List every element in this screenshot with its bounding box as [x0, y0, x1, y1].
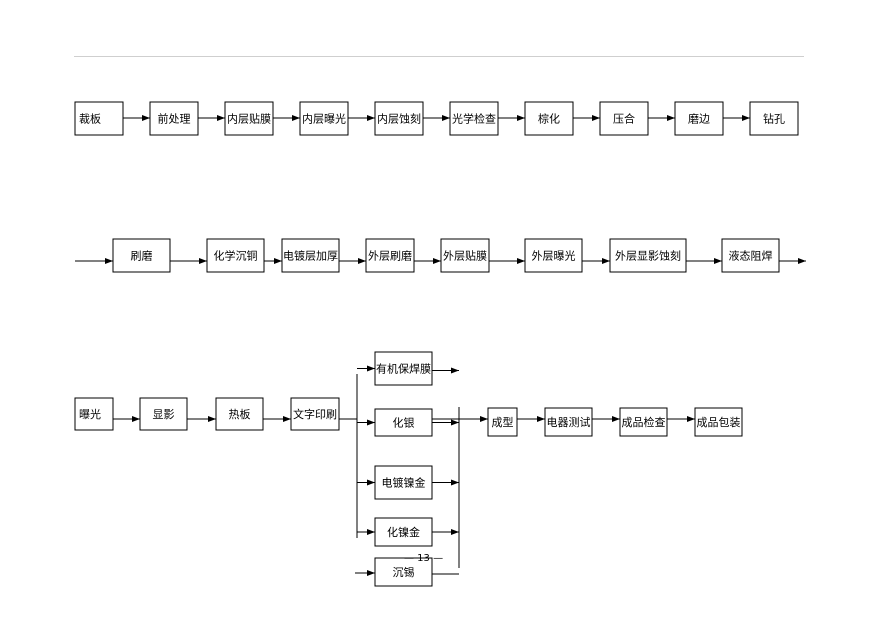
process-box-row3-4: 文字印刷: [290, 397, 340, 431]
process-box-row2-7: 外层显影蚀刻: [609, 238, 687, 273]
process-box-branch-2: 化银: [374, 408, 433, 437]
process-box-row1-6-frame: [449, 101, 499, 136]
process-box-row1-4-frame: [299, 101, 349, 136]
process-box-row1-3: 内层贴膜: [224, 101, 274, 136]
process-box-row2-8-label: 液态阻焊: [729, 249, 773, 263]
process-box-row1-9-frame: [674, 101, 724, 136]
process-box-branch-2-label: 化银: [393, 416, 415, 430]
process-box-row1-3-label: 内层贴膜: [227, 112, 271, 126]
process-box-row1-8-frame: [599, 101, 649, 136]
process-box-row1-2: 前处理: [149, 101, 199, 136]
process-box-final-4-label: 成品包装: [697, 416, 741, 429]
process-box-row2-7-label: 外层显影蚀刻: [615, 249, 681, 263]
process-box-row1-5-frame: [374, 101, 424, 136]
page-number: — 13 —: [404, 553, 444, 564]
process-box-row1-3-frame: [224, 101, 274, 136]
process-box-row1-9-label: 磨边: [688, 113, 710, 126]
process-box-branch-1-frame: [374, 351, 433, 386]
process-box-row1-4-label: 内层曝光: [302, 112, 346, 126]
process-box-final-3-frame: [619, 407, 668, 437]
process-box-row2-2: 化学沉铜: [206, 238, 265, 273]
process-box-branch-4: 化镍金: [374, 517, 433, 547]
process-box-branch-5-frame: [374, 557, 433, 587]
process-box-row1-1-frame: [74, 101, 124, 136]
process-box-row2-6-label: 外层曝光: [532, 249, 576, 263]
process-box-branch-1: 有机保焊膜: [374, 351, 433, 386]
process-box-final-3-label: 成品检查: [622, 415, 666, 429]
process-box-row1-8: 压合: [599, 101, 649, 136]
process-box-row3-2-frame: [139, 397, 188, 431]
process-box-row1-2-label: 前处理: [158, 112, 191, 126]
process-box-row1-2-frame: [149, 101, 199, 136]
process-box-row1-10-frame: [749, 101, 799, 136]
process-box-row2-7-frame: [609, 238, 687, 273]
process-box-row1-7-frame: [524, 101, 574, 136]
process-box-row2-4: 外层刷磨: [365, 238, 415, 273]
process-box-row2-6: 外层曝光: [524, 238, 583, 273]
process-box-branch-3-label: 电镀镍金: [382, 476, 426, 490]
process-box-branch-5: 沉锡: [374, 557, 433, 587]
process-box-branch-3-frame: [374, 465, 433, 500]
process-box-row1-1: 裁板: [74, 101, 124, 136]
process-box-row3-3: 热板: [215, 397, 264, 431]
process-box-row2-2-label: 化学沉铜: [214, 249, 258, 263]
process-box-row2-8: 液态阻焊: [721, 238, 780, 273]
process-box-final-2: 电器测试: [544, 407, 593, 437]
process-box-final-4: 成品包装: [694, 407, 743, 437]
process-box-row3-2-label: 显影: [153, 408, 175, 421]
process-box-final-4-frame: [694, 407, 743, 437]
process-box-row2-1: 刷磨: [112, 238, 171, 273]
header-rule: [74, 56, 804, 57]
process-box-row2-6-frame: [524, 238, 583, 273]
connector-lines: [75, 115, 806, 576]
process-box-final-1-frame: [487, 407, 518, 437]
process-box-row1-6-label: 光学检查: [452, 112, 496, 126]
process-box-row2-8-frame: [721, 238, 780, 273]
process-box-branch-2-frame: [374, 408, 433, 437]
process-box-row1-9: 磨边: [674, 101, 724, 136]
process-box-row1-5: 内层蚀刻: [374, 101, 424, 136]
process-box-row3-3-frame: [215, 397, 264, 431]
process-box-row1-6: 光学检查: [449, 101, 499, 136]
process-box-row1-4: 内层曝光: [299, 101, 349, 136]
process-box-branch-1-label: 有机保焊膜: [376, 362, 431, 376]
process-box-row2-3-frame: [281, 238, 340, 273]
process-box-final-1-label: 成型: [492, 415, 514, 429]
process-box-row2-2-frame: [206, 238, 265, 273]
process-box-row3-1-frame: [74, 397, 114, 431]
process-box-row2-3: 电镀层加厚: [281, 238, 340, 273]
process-box-final-2-label: 电器测试: [547, 416, 591, 429]
process-box-row2-3-label: 电镀层加厚: [283, 249, 338, 263]
process-box-row2-5-label: 外层贴膜: [443, 249, 487, 263]
process-box-row3-1: 曝光: [74, 397, 114, 431]
process-box-row3-3-label: 热板: [229, 407, 251, 421]
process-box-row1-8-label: 压合: [613, 112, 635, 126]
process-box-row2-1-label: 刷磨: [131, 250, 153, 263]
process-box-final-1: 成型: [487, 407, 518, 437]
process-box-row2-4-frame: [365, 238, 415, 273]
process-box-branch-4-frame: [374, 517, 433, 547]
process-box-row1-10-label: 钻孔: [763, 112, 785, 126]
process-box-row3-4-frame: [290, 397, 340, 431]
process-box-row1-1-label: 裁板: [79, 112, 101, 126]
process-box-final-3: 成品检查: [619, 407, 668, 437]
process-box-row1-7: 棕化: [524, 101, 574, 136]
process-box-row1-10: 钻孔: [749, 101, 799, 136]
process-box-row3-1-label: 曝光: [79, 407, 101, 421]
process-box-row3-2: 显影: [139, 397, 188, 431]
process-box-row3-4-label: 文字印刷: [293, 407, 337, 421]
process-box-branch-4-label: 化镍金: [387, 525, 420, 539]
process-box-row2-1-frame: [112, 238, 171, 273]
process-box-row1-7-label: 棕化: [538, 112, 560, 126]
process-box-branch-3: 电镀镍金: [374, 465, 433, 500]
process-box-row2-5-frame: [440, 238, 490, 273]
process-box-row2-5: 外层贴膜: [440, 238, 490, 273]
process-box-row2-4-label: 外层刷磨: [368, 250, 412, 263]
process-box-final-2-frame: [544, 407, 593, 437]
process-box-row1-5-label: 内层蚀刻: [377, 112, 421, 126]
process-box-branch-5-label: 沉锡: [393, 565, 415, 579]
